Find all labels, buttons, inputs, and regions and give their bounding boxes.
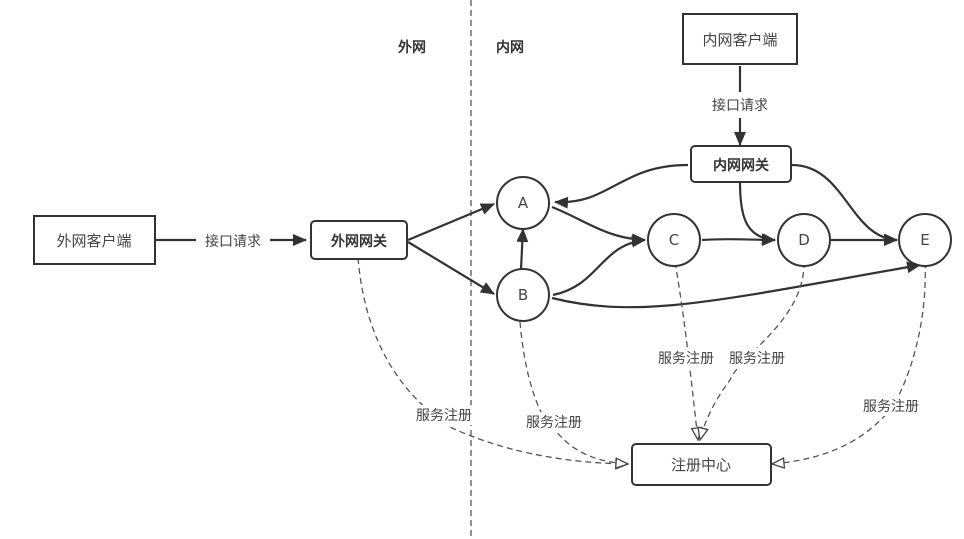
- registry-box[interactable]: 注册中心: [631, 443, 772, 486]
- external-client-box[interactable]: 外网客户端: [33, 215, 156, 265]
- edge-label-ext-request: 接口请求: [205, 233, 261, 250]
- external-gateway-label: 外网网关: [331, 233, 387, 250]
- edge-ext-gateway-b: [407, 241, 495, 295]
- service-label-c: C: [669, 231, 679, 249]
- edge-label-reg-e: 服务注册: [863, 399, 919, 415]
- internal-gateway-label: 内网网关: [713, 157, 769, 174]
- reg-edge-d: [700, 261, 805, 440]
- edge-a-c: [551, 205, 646, 246]
- edge-label-reg-b: 服务注册: [526, 415, 582, 431]
- reg-edge-c: [674, 261, 698, 440]
- reg-edge-b: [519, 321, 628, 464]
- internal-client-box[interactable]: 内网客户端: [682, 13, 798, 65]
- service-node-b[interactable]: B: [496, 268, 550, 322]
- service-label-a: A: [518, 194, 529, 212]
- internal-gateway-box[interactable]: 内网网关: [690, 145, 792, 183]
- edge-int-gateway-a: [554, 163, 689, 209]
- service-label-e: E: [920, 231, 929, 249]
- service-node-c[interactable]: C: [647, 213, 701, 267]
- service-node-d[interactable]: D: [777, 213, 831, 267]
- reg-edge-e: [772, 261, 926, 464]
- zone-label-internal: 内网: [496, 39, 524, 56]
- edge-ext-gateway-a: [407, 202, 495, 242]
- external-client-label: 外网客户端: [56, 232, 131, 250]
- edge-label-int-request: 接口请求: [712, 97, 768, 114]
- edge-int-gateway-e: [791, 163, 898, 246]
- edge-int-gateway-d: [738, 181, 776, 246]
- reg-edge-ext-gateway: [357, 257, 628, 464]
- service-label-d: D: [798, 231, 810, 249]
- zone-label-external: 外网: [398, 39, 426, 56]
- edge-b-c: [552, 235, 646, 297]
- edge-b-a: [516, 228, 529, 270]
- external-gateway-box[interactable]: 外网网关: [310, 220, 408, 260]
- internal-client-label: 内网客户端: [702, 31, 777, 49]
- edge-label-reg-ext-gateway: 服务注册: [416, 408, 472, 424]
- edge-b-e: [551, 261, 921, 309]
- service-node-e[interactable]: E: [898, 213, 952, 267]
- registry-label: 注册中心: [671, 456, 731, 474]
- edge-c-d: [701, 233, 776, 246]
- edge-label-reg-c: 服务注册: [658, 351, 714, 367]
- edge-label-reg-d: 服务注册: [729, 351, 785, 367]
- service-label-b: B: [518, 286, 528, 304]
- service-node-a[interactable]: A: [496, 176, 550, 230]
